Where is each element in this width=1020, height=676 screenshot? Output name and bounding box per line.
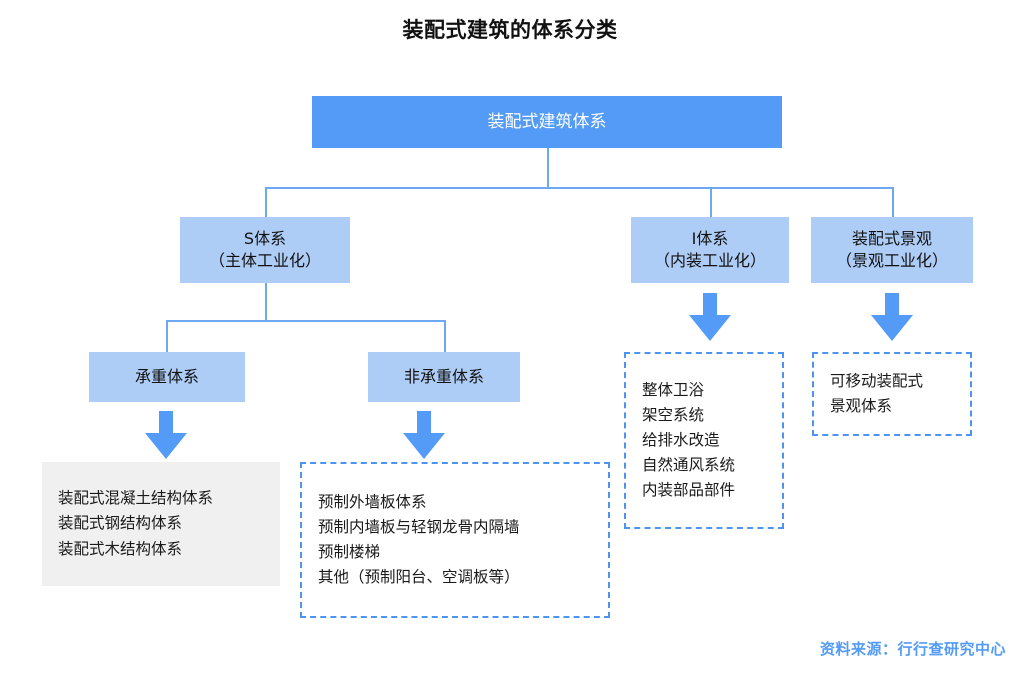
node-i-system[interactable]: I体系 （内装工业化） xyxy=(631,217,789,283)
arrow-down-landscape-icon xyxy=(871,293,913,341)
list-item: 预制内墙板与轻钢龙骨内隔墙 xyxy=(318,517,520,536)
arrow-down-interior-icon xyxy=(689,293,731,341)
connector-drop-s xyxy=(265,187,267,217)
connector-root-bus xyxy=(265,187,894,189)
panel-bearing-items: 装配式混凝土结构体系 装配式钢结构体系 装配式木结构体系 xyxy=(42,462,280,586)
list-item: 内装部品部件 xyxy=(642,481,736,500)
list-item: 景观体系 xyxy=(830,397,893,415)
node-non-bearing-label: 非承重体系 xyxy=(403,367,484,387)
list-item: 预制外墙板体系 xyxy=(318,492,427,511)
list-item: 装配式钢结构体系 xyxy=(58,514,183,533)
node-landscape-system[interactable]: 装配式景观 （景观工业化） xyxy=(811,217,973,283)
list-item: 其他（预制阳台、空调板等） xyxy=(318,568,520,587)
node-s-system[interactable]: S体系 （主体工业化） xyxy=(180,217,350,283)
list-item: 整体卫浴 xyxy=(642,380,705,399)
list-item: 架空系统 xyxy=(642,405,705,424)
node-root[interactable]: 装配式建筑体系 xyxy=(312,96,782,148)
node-non-bearing[interactable]: 非承重体系 xyxy=(368,352,520,402)
node-landscape-system-line2: （景观工业化） xyxy=(835,251,948,270)
node-bearing-label: 承重体系 xyxy=(134,367,199,387)
connector-drop-landscape xyxy=(892,187,894,217)
list-item: 预制楼梯 xyxy=(318,543,381,561)
panel-interior-items: 整体卫浴 架空系统 给排水改造 自然通风系统 内装部品部件 xyxy=(624,352,784,529)
node-s-system-line1: S体系 xyxy=(243,229,287,249)
arrow-down-non-bearing-icon xyxy=(403,411,445,459)
node-i-system-line1: I体系 xyxy=(691,229,729,249)
page-title: 装配式建筑的体系分类 xyxy=(402,18,618,42)
source-note: 资料来源：行行查研究中心 xyxy=(819,640,1006,658)
connector-drop-bearing xyxy=(166,320,168,352)
list-item: 自然通风系统 xyxy=(642,456,736,475)
connector-s-stem xyxy=(265,283,267,321)
node-landscape-system-line1: 装配式景观 xyxy=(851,229,932,249)
node-s-system-line2: （主体工业化） xyxy=(208,251,321,270)
list-item: 装配式木结构体系 xyxy=(58,539,183,558)
arrow-down-bearing-icon xyxy=(145,411,187,459)
connector-drop-nonbearing xyxy=(444,320,446,352)
panel-landscape-items: 可移动装配式 景观体系 xyxy=(812,352,972,436)
connector-drop-i xyxy=(710,187,712,217)
node-root-label: 装配式建筑体系 xyxy=(487,111,607,132)
list-item: 给排水改造 xyxy=(642,430,720,449)
connector-root-stem xyxy=(547,148,549,188)
node-i-system-line2: （内装工业化） xyxy=(653,251,766,270)
panel-non-bearing-items: 预制外墙板体系 预制内墙板与轻钢龙骨内隔墙 预制楼梯 其他（预制阳台、空调板等） xyxy=(300,462,610,618)
node-bearing[interactable]: 承重体系 xyxy=(89,352,245,402)
list-item: 可移动装配式 xyxy=(830,371,924,390)
connector-s-bus xyxy=(166,320,446,322)
list-item: 装配式混凝土结构体系 xyxy=(58,489,214,508)
